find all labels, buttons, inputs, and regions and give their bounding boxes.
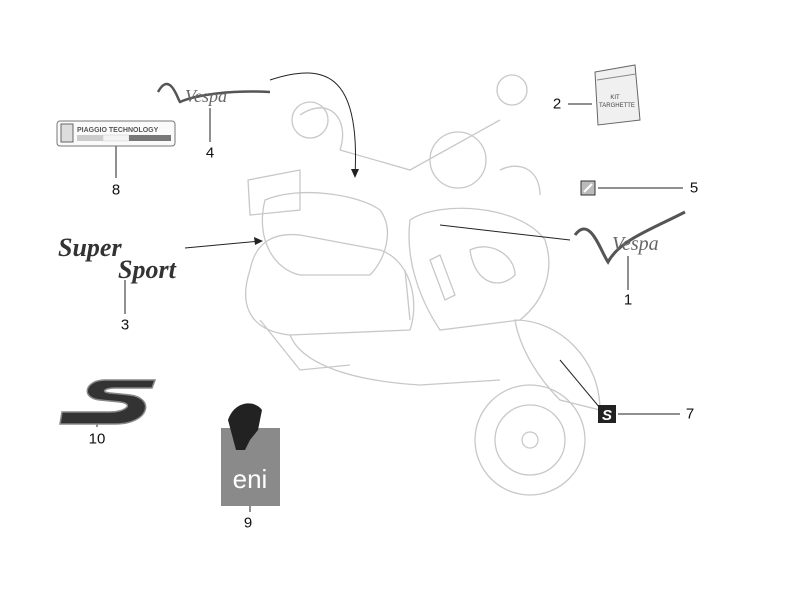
part-number-5[interactable]: 5 bbox=[689, 179, 699, 197]
kit-text: KIT bbox=[610, 95, 620, 101]
part-number-8[interactable]: 8 bbox=[111, 181, 121, 199]
scooter-outline bbox=[245, 74, 601, 496]
part-number-4[interactable]: 4 bbox=[205, 144, 215, 162]
kit-targhette-part-2[interactable]: KIT TARGHETTE bbox=[594, 64, 641, 126]
super-sport-logo-part-3[interactable]: Super Sport bbox=[58, 233, 177, 284]
part-number-10[interactable]: 10 bbox=[88, 430, 106, 448]
piaggio-technology-plate-part-8[interactable]: PIAGGIO TECHNOLOGY bbox=[56, 120, 176, 147]
eni-sticker-part-9[interactable]: eni bbox=[221, 403, 280, 506]
piaggio-emblem-part-5[interactable] bbox=[580, 180, 596, 196]
super-text: Super bbox=[58, 233, 122, 262]
part-number-1[interactable]: 1 bbox=[623, 291, 633, 309]
vespa-logo-text: Vespa bbox=[185, 86, 227, 106]
s-logo-part-10[interactable] bbox=[59, 379, 157, 425]
leader-lines bbox=[96, 72, 683, 512]
part-number-7[interactable]: 7 bbox=[685, 405, 695, 423]
s-badge-part-7[interactable]: S bbox=[598, 405, 616, 424]
vespa-logo-part-1[interactable]: Vespa bbox=[573, 210, 686, 265]
piaggio-technology-text: PIAGGIO TECHNOLOGY bbox=[77, 127, 159, 134]
part-number-2[interactable]: 2 bbox=[552, 95, 562, 113]
eni-text: eni bbox=[233, 464, 268, 494]
sport-text: Sport bbox=[118, 255, 177, 284]
vespa-logo-part-4[interactable]: Vespa bbox=[156, 82, 271, 106]
vespa-logo-text: Vespa bbox=[612, 233, 659, 255]
part-number-3[interactable]: 3 bbox=[120, 316, 130, 334]
part-number-9[interactable]: 9 bbox=[243, 514, 253, 532]
s-badge-text: S bbox=[602, 407, 612, 424]
targhette-text: TARGHETTE bbox=[599, 103, 635, 109]
